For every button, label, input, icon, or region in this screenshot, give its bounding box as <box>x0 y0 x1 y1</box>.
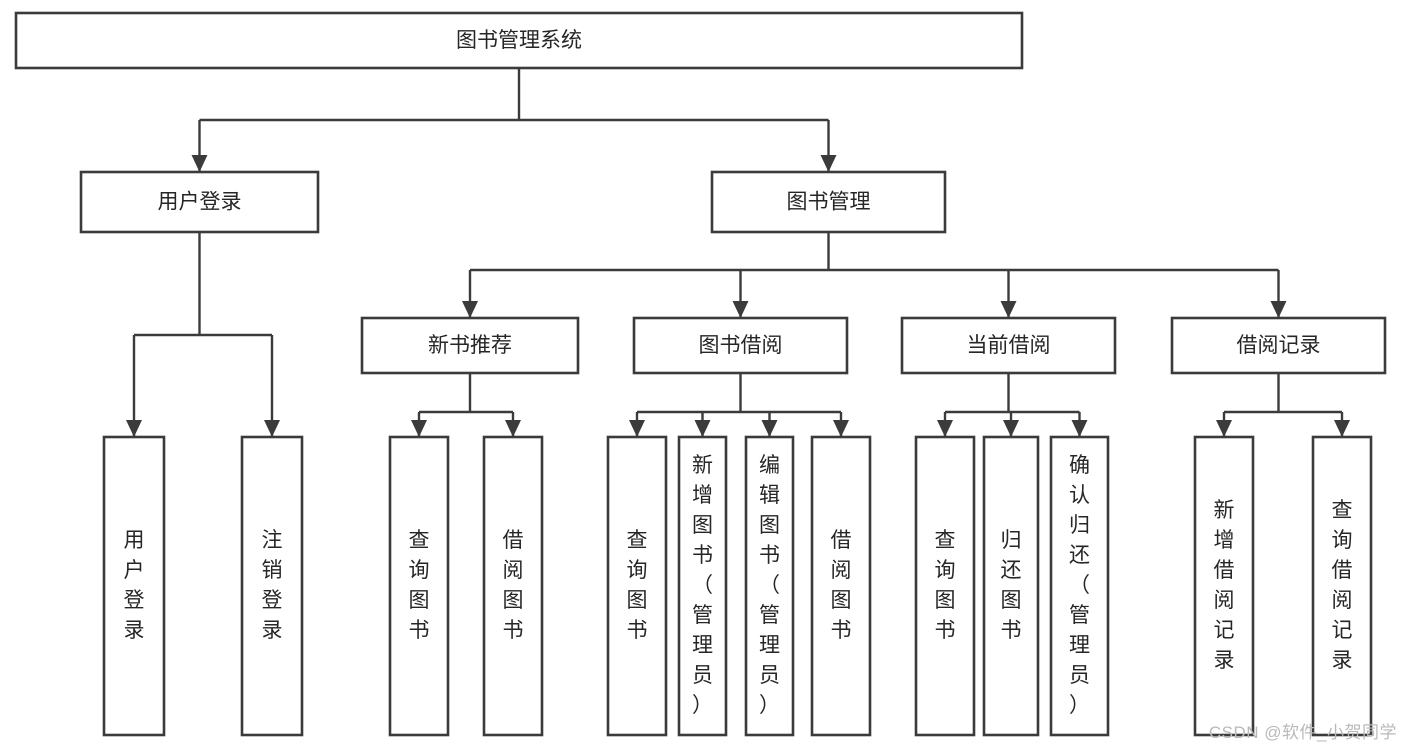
node-label: 查询图书 <box>627 529 648 642</box>
node-box <box>482 435 544 737</box>
node-box <box>1049 435 1110 737</box>
arrow-head-icon <box>462 301 478 318</box>
node-leaf-borrow-book-1[interactable]: 借阅图书 <box>482 435 544 737</box>
arrow-head-icon <box>833 420 849 437</box>
connector-layer <box>126 68 1350 437</box>
arrow-head-icon <box>1071 420 1088 437</box>
node-box <box>79 170 320 234</box>
node-current-borrow[interactable]: 当前借阅 <box>900 316 1117 375</box>
node-borrow-record[interactable]: 借阅记录 <box>1170 316 1387 375</box>
arrow-head-icon <box>1216 420 1232 437</box>
node-label: 图书管理系统 <box>456 29 582 52</box>
arrow-head-icon <box>191 155 208 172</box>
node-label: 编辑图书（管理员） <box>759 454 780 717</box>
arrow-head-icon <box>126 420 142 437</box>
arrow-head-icon <box>1270 301 1287 318</box>
node-box <box>14 11 1024 70</box>
node-label: 新增借阅记录 <box>1214 499 1235 672</box>
arrow-head-icon <box>1334 420 1350 437</box>
arrow-head-icon <box>820 155 837 172</box>
node-leaf-query-book-2[interactable]: 查询图书 <box>606 435 668 737</box>
node-label: 借阅图书 <box>831 529 852 642</box>
node-leaf-return-book[interactable]: 归还图书 <box>982 435 1040 737</box>
node-label: 图书借阅 <box>699 334 783 357</box>
node-label: 新书推荐 <box>428 334 512 357</box>
node-box <box>914 435 976 737</box>
node-label: 当前借阅 <box>967 334 1051 357</box>
node-box <box>677 435 728 737</box>
node-box <box>1311 435 1373 737</box>
node-box <box>102 435 166 737</box>
node-label: 确认归还（管理员） <box>1069 454 1090 717</box>
node-box <box>1193 435 1255 737</box>
node-leaf-confirm-return[interactable]: 确认归还（管理员） <box>1049 435 1110 737</box>
arrow-head-icon <box>505 420 521 437</box>
node-box <box>632 316 849 375</box>
node-label: 查询借阅记录 <box>1332 499 1353 672</box>
node-label: 查询图书 <box>409 529 430 642</box>
node-leaf-logout[interactable]: 注销登录 <box>240 435 304 737</box>
node-box <box>1170 316 1387 375</box>
node-leaf-user-login[interactable]: 用户登录 <box>102 435 166 737</box>
node-box <box>744 435 795 737</box>
arrow-head-icon <box>1003 420 1019 437</box>
node-book-manage[interactable]: 图书管理 <box>710 170 947 234</box>
arrow-head-icon <box>264 420 280 437</box>
node-leaf-add-book[interactable]: 新增图书（管理员） <box>677 435 728 737</box>
arrow-head-icon <box>694 420 711 437</box>
arrow-head-icon <box>1000 301 1017 318</box>
node-label: 新增图书（管理员） <box>692 454 713 717</box>
node-book-borrow[interactable]: 图书借阅 <box>632 316 849 375</box>
node-box <box>900 316 1117 375</box>
arrow-head-icon <box>937 420 953 437</box>
node-leaf-query-book-1[interactable]: 查询图书 <box>388 435 450 737</box>
node-label: 借阅图书 <box>503 529 524 642</box>
watermark-label: CSDN @软件_小贺同学 <box>1208 723 1397 742</box>
node-user-login[interactable]: 用户登录 <box>79 170 320 234</box>
node-box <box>710 170 947 234</box>
node-root[interactable]: 图书管理系统 <box>14 11 1024 70</box>
node-layer: 图书管理系统用户登录图书管理新书推荐图书借阅当前借阅借阅记录用户登录注销登录查询… <box>14 11 1387 737</box>
node-label: 借阅记录 <box>1237 334 1321 357</box>
arrow-head-icon <box>761 420 778 437</box>
node-leaf-query-book-3[interactable]: 查询图书 <box>914 435 976 737</box>
node-label: 用户登录 <box>124 529 145 642</box>
node-box <box>360 316 580 375</box>
node-leaf-edit-book[interactable]: 编辑图书（管理员） <box>744 435 795 737</box>
node-label: 用户登录 <box>158 191 242 214</box>
node-box <box>240 435 304 737</box>
node-label: 图书管理 <box>787 191 871 214</box>
node-new-book-recommend[interactable]: 新书推荐 <box>360 316 580 375</box>
node-box <box>810 435 872 737</box>
node-leaf-query-record[interactable]: 查询借阅记录 <box>1311 435 1373 737</box>
node-label: 查询图书 <box>935 529 956 642</box>
arrow-head-icon <box>732 301 749 318</box>
node-leaf-borrow-book-2[interactable]: 借阅图书 <box>810 435 872 737</box>
arrow-head-icon <box>629 420 645 437</box>
arrow-head-icon <box>411 420 427 437</box>
node-box <box>388 435 450 737</box>
node-label: 归还图书 <box>1001 529 1022 642</box>
node-label: 注销登录 <box>262 529 283 642</box>
node-leaf-add-record[interactable]: 新增借阅记录 <box>1193 435 1255 737</box>
node-box <box>982 435 1040 737</box>
node-box <box>606 435 668 737</box>
